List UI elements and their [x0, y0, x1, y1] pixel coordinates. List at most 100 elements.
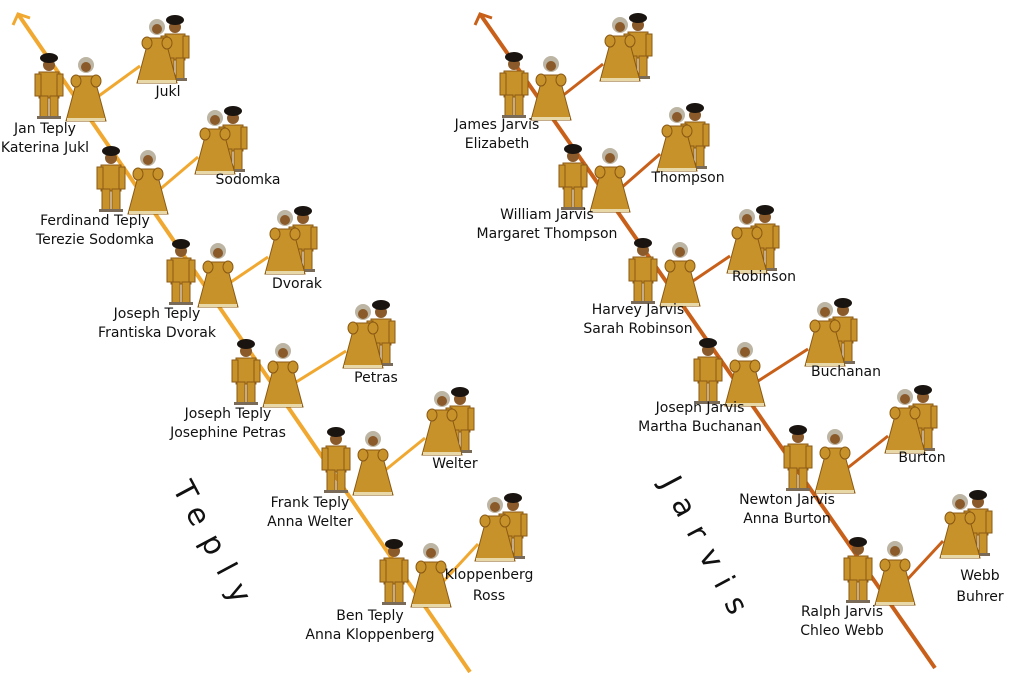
woman-figure-icon: [530, 56, 572, 121]
man-figure-icon: [499, 52, 529, 118]
wife-name: Sarah Robinson: [583, 321, 692, 337]
marriage-branch-line: [754, 347, 809, 385]
woman-figure-icon: [724, 342, 766, 407]
wife-family-name: Buhrer: [956, 589, 1003, 605]
wife-family-couple: [264, 206, 318, 275]
husband-name: James Jarvis: [454, 117, 540, 133]
wife-name: Anna Burton: [743, 511, 831, 527]
family-surname-title: Teply: [164, 474, 264, 621]
woman-figure-icon: [262, 343, 304, 408]
marriage-branch-line: [95, 64, 141, 100]
woman-figure-icon: [589, 148, 631, 213]
woman-figure-icon: [197, 243, 239, 308]
man-figure-icon: [843, 537, 873, 603]
man-figure-icon: [628, 238, 658, 304]
husband-name: Joseph Teply: [113, 306, 201, 322]
woman-figure-icon: [474, 497, 516, 562]
wife-name: Chleo Webb: [800, 623, 884, 639]
woman-figure-icon: [194, 110, 236, 175]
wife-family-couple: [656, 103, 710, 172]
wife-family-name: Petras: [354, 370, 398, 386]
marriage-branch-line: [560, 62, 604, 99]
woman-figure-icon: [814, 429, 856, 494]
man-figure-icon: [558, 144, 588, 210]
man-figure-icon: [321, 427, 351, 493]
wife-name: Margaret Thompson: [477, 226, 618, 242]
wife-name: Terezie Sodomka: [35, 232, 154, 248]
wife-family-couple: [804, 298, 858, 367]
woman-figure-icon: [656, 107, 698, 172]
woman-figure-icon: [804, 302, 846, 367]
woman-figure-icon: [264, 210, 306, 275]
marriage-branch-line: [844, 434, 889, 472]
marriage-branch-line: [439, 542, 480, 586]
woman-figure-icon: [127, 150, 169, 215]
wife-name: Anna Kloppenberg: [305, 627, 434, 643]
wife-family-couple: [939, 490, 993, 559]
marriage-branch-line: [157, 155, 199, 193]
wife-family-name: Dvorak: [272, 276, 323, 292]
woman-figure-icon: [599, 17, 641, 82]
wife-family-couple: [726, 205, 780, 274]
husband-name: William Jarvis: [500, 207, 594, 223]
woman-figure-icon: [659, 242, 701, 307]
arrow-head-icon: [11, 12, 31, 26]
husband-name: Jan Teply: [13, 121, 76, 137]
wife-name: Martha Buchanan: [638, 419, 762, 435]
woman-figure-icon: [410, 543, 452, 608]
wife-family-name: Welter: [432, 456, 478, 472]
husband-name: Ferdinand Teply: [40, 213, 150, 229]
man-figure-icon: [34, 53, 64, 119]
wife-family-couple: [136, 15, 190, 84]
wife-name: Josephine Petras: [169, 425, 286, 441]
wife-family-couple: [884, 385, 938, 454]
woman-figure-icon: [136, 19, 178, 84]
wife-family-couple: [194, 106, 248, 175]
wife-name: Frantiska Dvorak: [98, 325, 217, 341]
husband-name: Joseph Jarvis: [655, 400, 745, 416]
marriage-branch-line: [619, 152, 661, 191]
woman-figure-icon: [939, 494, 981, 559]
man-figure-icon: [783, 425, 813, 491]
wife-family-name: Ross: [473, 588, 505, 604]
husband-name: Frank Teply: [271, 495, 350, 511]
wife-family-name: Thompson: [650, 170, 724, 186]
husband-name: Ben Teply: [336, 608, 403, 624]
husband-name: Joseph Teply: [184, 406, 272, 422]
man-figure-icon: [166, 239, 196, 305]
husband-name: Harvey Jarvis: [592, 302, 684, 318]
husband-name: Ralph Jarvis: [801, 604, 883, 620]
marriage-branch-line: [689, 254, 731, 285]
wife-family-name: Burton: [898, 450, 945, 466]
arrow-head-icon: [473, 12, 493, 26]
man-figure-icon: [379, 539, 409, 605]
wife-family-name: Robinson: [732, 269, 796, 285]
woman-figure-icon: [884, 389, 926, 454]
woman-figure-icon: [342, 304, 384, 369]
marriage-branch-line: [292, 349, 347, 386]
wife-name: Anna Welter: [267, 514, 353, 530]
marriage-branch-line: [382, 436, 426, 474]
woman-figure-icon: [352, 431, 394, 496]
man-figure-icon: [231, 339, 261, 405]
wife-family-name: Kloppenberg: [445, 567, 534, 583]
wife-family-name: Jukl: [155, 84, 181, 100]
wife-family-couple: [599, 13, 653, 82]
marriage-branch-line: [903, 539, 945, 584]
wife-family-name: Buchanan: [811, 364, 881, 380]
wife-family-name: Sodomka: [216, 172, 281, 188]
wife-family-couple: [342, 300, 396, 369]
